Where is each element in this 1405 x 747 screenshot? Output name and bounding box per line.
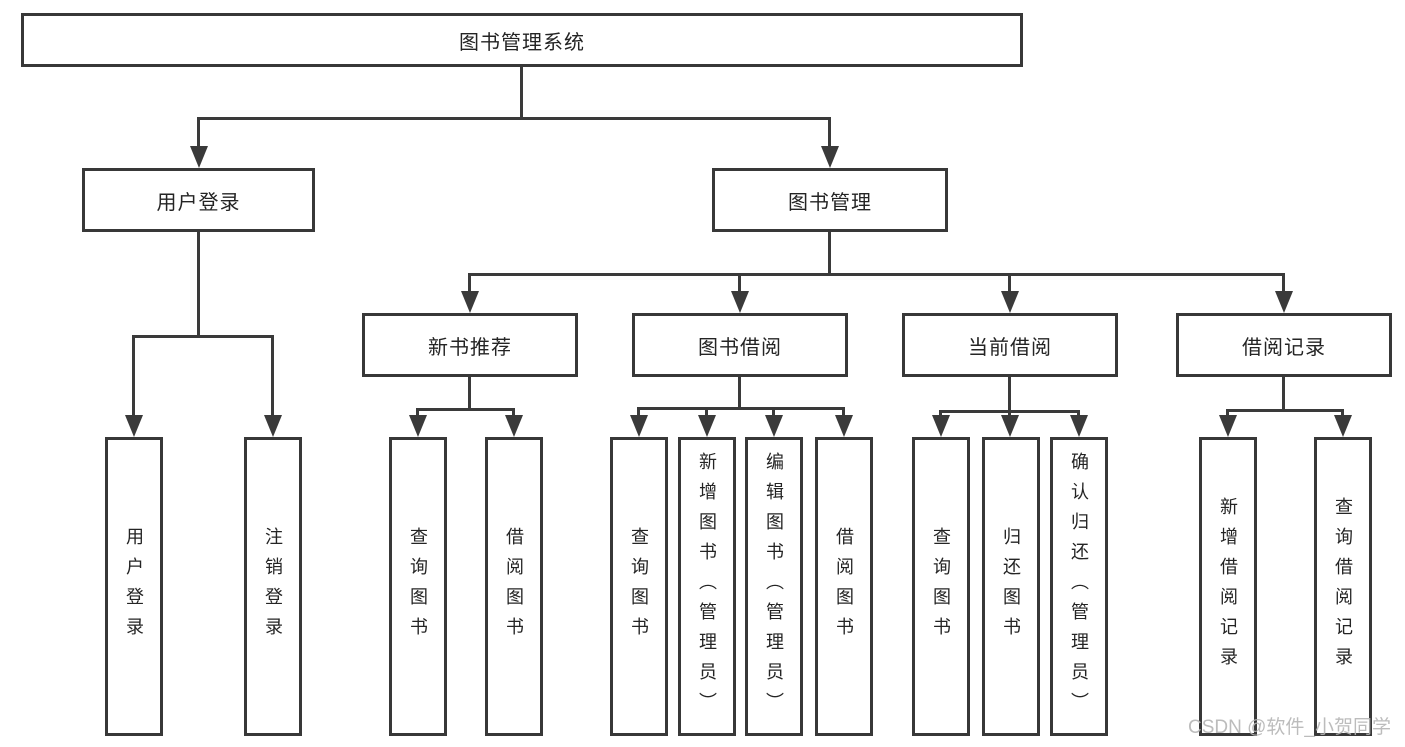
arrow-down-icon — [1219, 415, 1237, 437]
leaf-label: 借阅图书 — [834, 526, 854, 647]
leaf-label: 注销登录 — [263, 526, 283, 647]
arrow-down-icon — [1001, 291, 1019, 313]
leaf-label: 确认归还（管理员） — [1069, 451, 1089, 722]
arrow-down-icon — [630, 415, 648, 437]
arrow-down-icon — [1275, 291, 1293, 313]
leaf-label: 查询图书 — [408, 526, 428, 647]
leaf-query-book-recommend: 查询图书 — [389, 437, 447, 736]
connector-shaft-leaf — [637, 407, 640, 418]
connector-shaft-user-login — [197, 117, 200, 148]
arrow-down-icon — [1334, 415, 1352, 437]
connector-shaft-leaf — [416, 408, 419, 418]
arrow-down-icon — [190, 146, 208, 168]
node-book-borrow: 图书借阅 — [632, 313, 848, 377]
connector-newbook-bar — [416, 408, 515, 411]
leaf-borrow-book: 借阅图书 — [815, 437, 873, 736]
arrow-down-icon — [264, 415, 282, 437]
arrow-down-icon — [505, 415, 523, 437]
leaf-confirm-return-admin: 确认归还（管理员） — [1050, 437, 1108, 736]
connector-shaft-leaf — [842, 407, 845, 418]
connector-shaft-leaf — [705, 407, 708, 418]
node-label: 图书管理系统 — [459, 31, 585, 54]
connector-bookborrow-bar — [637, 407, 845, 410]
node-root-library-system: 图书管理系统 — [21, 13, 1023, 67]
node-label: 用户登录 — [156, 191, 241, 214]
connector-shaft-leaf — [512, 408, 515, 418]
leaf-user-login: 用户登录 — [105, 437, 163, 736]
connector-shaft-level3 — [1282, 273, 1285, 293]
leaf-label: 归还图书 — [1001, 526, 1021, 647]
connector-bookborrow-stem — [738, 377, 741, 409]
arrow-down-icon — [731, 291, 749, 313]
leaf-return-book: 归还图书 — [982, 437, 1040, 736]
connector-currentborrow-stem — [1008, 377, 1011, 412]
connector-shaft-level3 — [738, 273, 741, 293]
connector-shaft-leaf — [271, 335, 274, 417]
connector-shaft-leaf — [772, 407, 775, 418]
arrow-down-icon — [461, 291, 479, 313]
connector-shaft-leaf — [1226, 409, 1229, 418]
arrow-down-icon — [835, 415, 853, 437]
connector-shaft-level3 — [468, 273, 471, 293]
leaf-label: 用户登录 — [124, 526, 144, 647]
leaf-edit-book-admin: 编辑图书（管理员） — [745, 437, 803, 736]
node-label: 当前借阅 — [968, 336, 1052, 359]
connector-userlogin-bar — [132, 335, 274, 338]
node-new-book-recommend: 新书推荐 — [362, 313, 578, 377]
leaf-label: 查询图书 — [931, 526, 951, 647]
arrow-down-icon — [1070, 415, 1088, 437]
connector-root-stem — [520, 67, 523, 120]
connector-shaft-leaf — [1341, 409, 1344, 418]
leaf-label: 借阅图书 — [504, 526, 524, 647]
node-label: 借阅记录 — [1242, 336, 1326, 359]
arrow-down-icon — [932, 415, 950, 437]
connector-shaft-level3 — [1008, 273, 1011, 293]
leaf-logout: 注销登录 — [244, 437, 302, 736]
connector-newbook-stem — [468, 377, 471, 410]
leaf-add-borrow-record: 新增借阅记录 — [1199, 437, 1257, 736]
leaf-label: 新增图书（管理员） — [697, 451, 717, 722]
node-label: 图书管理 — [788, 191, 872, 214]
connector-root-bar — [197, 117, 831, 120]
node-book-management: 图书管理 — [712, 168, 948, 232]
leaf-query-book-borrow: 查询图书 — [610, 437, 668, 736]
arrow-down-icon — [125, 415, 143, 437]
node-borrow-records: 借阅记录 — [1176, 313, 1392, 377]
connector-shaft-leaf — [132, 335, 135, 417]
connector-bookmgmt-stem — [828, 232, 831, 275]
node-user-login: 用户登录 — [82, 168, 315, 232]
connector-shaft-leaf — [1008, 410, 1011, 418]
arrow-down-icon — [821, 146, 839, 168]
leaf-label: 查询图书 — [629, 526, 649, 647]
leaf-borrow-book-recommend: 借阅图书 — [485, 437, 543, 736]
node-current-borrow: 当前借阅 — [902, 313, 1118, 377]
connector-userlogin-stem — [197, 232, 200, 337]
node-label: 新书推荐 — [428, 336, 512, 359]
leaf-label: 编辑图书（管理员） — [764, 451, 784, 722]
leaf-label: 查询借阅记录 — [1333, 496, 1353, 677]
connector-shaft-book-management — [828, 117, 831, 148]
connector-shaft-leaf — [1077, 410, 1080, 418]
arrow-down-icon — [409, 415, 427, 437]
csdn-watermark: CSDN @软件_小贺同学 — [1188, 717, 1391, 738]
leaf-add-book-admin: 新增图书（管理员） — [678, 437, 736, 736]
connector-records-bar — [1226, 409, 1344, 412]
connector-records-stem — [1282, 377, 1285, 411]
arrow-down-icon — [765, 415, 783, 437]
leaf-query-borrow-record: 查询借阅记录 — [1314, 437, 1372, 736]
arrow-down-icon — [698, 415, 716, 437]
leaf-label: 新增借阅记录 — [1218, 496, 1238, 677]
node-label: 图书借阅 — [698, 336, 782, 359]
arrow-down-icon — [1001, 415, 1019, 437]
connector-shaft-leaf — [939, 410, 942, 418]
leaf-query-book-current: 查询图书 — [912, 437, 970, 736]
connector-bookmgmt-bar — [468, 273, 1285, 276]
